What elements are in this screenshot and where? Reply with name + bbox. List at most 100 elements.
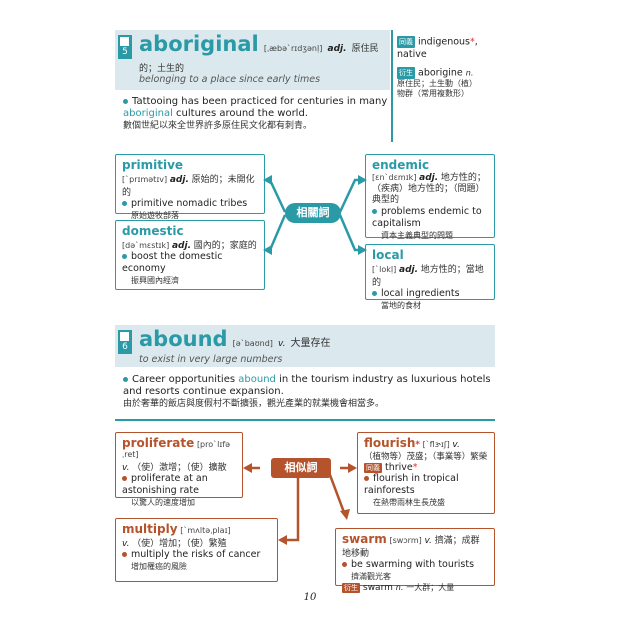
bullet-icon: [122, 476, 127, 481]
definition: belonging to a place since early times: [139, 74, 321, 85]
entry-header: [115, 325, 495, 367]
example-sentence: Career opportunities abound in the touri…: [123, 374, 493, 410]
card-zh: 擠滿；成群地移動: [342, 536, 480, 559]
derived-tag: 衍生: [342, 582, 360, 593]
card-example-zh: 原始遊牧部落: [131, 211, 179, 220]
vertical-divider: [391, 30, 393, 142]
card-ipa: [dəˋmɛstɪk]: [122, 241, 170, 250]
derived-pos: n.: [465, 68, 474, 77]
card-zh: （植物等）茂盛；（事業等）繁榮: [364, 452, 488, 462]
card-primitive: primitive [ˋprɪmətɪv] adj. 原始的；未開化的 prim…: [115, 154, 265, 220]
bullet-icon: [122, 552, 127, 557]
card-example: be swarming with tourists: [351, 559, 475, 570]
card-pos: v.: [452, 440, 460, 450]
card-word: local: [372, 248, 404, 262]
synonym-word2: , native: [397, 36, 478, 60]
example-zh: 由於奢華的飯店與度假村不斷擴張，觀光產業的就業機會相當多。: [123, 399, 385, 409]
example-pre: Tattooing has been practiced for centuri…: [132, 96, 388, 107]
card-example: flourish in tropical rainforests: [364, 473, 459, 496]
card-zh: （使）激增；（使）擴散: [132, 463, 227, 473]
card-pos: v.: [122, 463, 130, 473]
card-example-zh: 當地的食材: [381, 301, 421, 310]
card-ipa: [ˋlokḷ]: [372, 265, 397, 274]
card-example-zh: 以驚人的速度增加: [131, 498, 195, 507]
example-highlight: abound: [238, 374, 276, 385]
card-example-zh: 增加罹癌的風險: [131, 562, 187, 571]
headword: aboriginal [ˌæbəˋrɪdʒənḷ] adj. 原住民的；土生的: [139, 32, 389, 75]
example-sentence: Tattooing has been practiced for centuri…: [123, 96, 388, 132]
bullet-icon: [123, 98, 128, 104]
card-word: endemic: [372, 158, 430, 172]
card-zh: 地方性的；（疾病）地方性的；（問題）典型的: [372, 173, 486, 205]
synonym-tag: 同義: [397, 36, 415, 48]
definition: to exist in very large numbers: [139, 354, 283, 365]
card-word: proliferate: [122, 436, 195, 450]
hub-similar: 相似詞: [271, 458, 331, 478]
derived-word: swarm: [363, 583, 393, 593]
card-example: multiply the risks of cancer: [131, 549, 261, 560]
headword-zh: 大量存在: [290, 338, 331, 349]
card-word: swarm: [342, 532, 387, 546]
card-pos: adj.: [419, 173, 439, 183]
headword-text: abound: [139, 327, 228, 351]
entry-abound: 6 abound [əˋbaʊnd] v. 大量存在 to exist in v…: [115, 325, 495, 425]
card-zh: （使）增加；（使）繁殖: [132, 539, 227, 549]
checkbox-icon[interactable]: [120, 332, 129, 341]
card-ipa: [ˋflɝɪʃ]: [422, 440, 450, 449]
card-local: local [ˋlokḷ] adj. 地方性的；當地的 local ingred…: [365, 244, 495, 310]
card-example: primitive nomadic tribes: [131, 198, 248, 209]
headword-ipa: [əˋbaʊnd]: [232, 339, 273, 348]
bullet-icon: [364, 476, 369, 481]
card-ipa: [swɔrm]: [389, 536, 422, 545]
synonym-word: indigenous: [418, 36, 471, 48]
card-swarm: swarm [swɔrm] v. 擠滿；成群地移動 be swarming wi…: [335, 528, 495, 593]
bullet-icon: [372, 291, 377, 296]
example-zh: 數個世紀以來全世界許多原住民文化都有刺青。: [123, 121, 313, 131]
card-word: flourish: [364, 436, 416, 450]
card-ipa: [proˋlɪfəˌret]: [122, 440, 231, 459]
card-example-zh: 振興國內經濟: [131, 276, 179, 285]
card-pos: v.: [424, 536, 432, 546]
card-word: primitive: [122, 158, 184, 172]
synonym-star: *: [470, 36, 475, 48]
card-zh: 國內的；家庭的: [193, 241, 257, 251]
card-multiply: multiply [ˋmʌltəˌplaɪ] v. （使）增加；（使）繁殖 mu…: [115, 518, 278, 582]
entry-aboriginal: 5 aboriginal [ˌæbəˋrɪdʒənḷ] adj. 原住民的；土生…: [115, 30, 495, 142]
example-pre: Career opportunities: [132, 374, 239, 385]
entry-bottom-rule: [115, 419, 495, 421]
synonym-word: thrive: [385, 462, 413, 473]
card-pos: adj.: [399, 265, 419, 275]
hub-related: 相關詞: [285, 203, 341, 223]
card-example-zh: 在熱帶雨林生長茂盛: [373, 498, 445, 507]
card-example-zh: 擠滿觀光客: [351, 572, 391, 581]
headword-ipa: [ˌæbəˋrɪdʒənḷ]: [263, 44, 323, 53]
bullet-icon: [123, 376, 128, 382]
example-post: in the tourism industry as luxurious hot…: [123, 374, 491, 397]
card-example: problems endemic to capitalism: [372, 206, 482, 229]
example-highlight: aboriginal: [123, 108, 173, 119]
card-proliferate: proliferate [proˋlɪfəˌret] v. （使）激增；（使）擴…: [115, 432, 243, 507]
card-word: multiply: [122, 522, 178, 536]
synonym-tag: 同義: [364, 462, 382, 473]
card-word: domestic: [122, 224, 184, 238]
card-example: local ingredients: [381, 288, 460, 299]
headword: abound [əˋbaʊnd] v. 大量存在: [139, 327, 479, 351]
card-endemic: endemic [ɛnˋdɛmɪk] adj. 地方性的；（疾病）地方性的；（問…: [365, 154, 495, 240]
card-flourish: flourish * [ˋflɝɪʃ] v. （植物等）茂盛；（事業等）繁榮 同義…: [357, 432, 495, 514]
card-ipa: [ˋprɪmətɪv]: [122, 175, 168, 184]
bullet-icon: [122, 254, 127, 259]
bullet-icon: [122, 201, 127, 206]
card-example: proliferate at an astonishing rate: [122, 473, 208, 496]
headword-zh: 原住民的；土生的: [139, 44, 379, 74]
synonym-star: *: [412, 462, 418, 473]
derived-word: aborigine: [418, 67, 463, 78]
derived-pos: n.: [395, 583, 404, 592]
checkbox-icon[interactable]: [120, 37, 129, 46]
card-pos: adj.: [171, 241, 192, 251]
